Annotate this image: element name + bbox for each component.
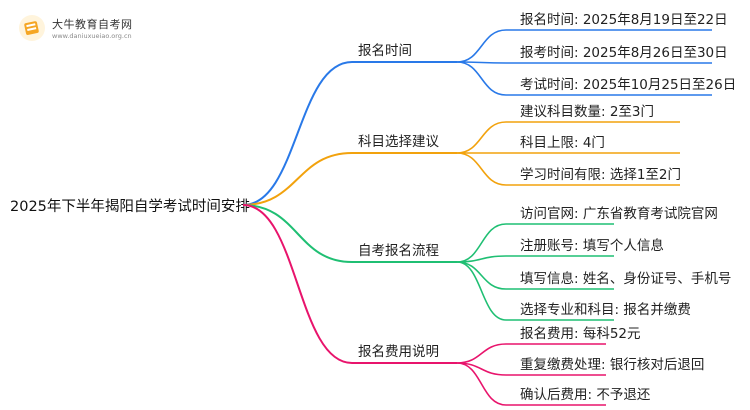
branch-connector-fee-notes <box>242 204 353 364</box>
branch-node-registration-process: 自考报名流程 <box>358 243 439 259</box>
leaf-node: 注册账号: 填写个人信息 <box>520 237 664 254</box>
leaf-node: 填写信息: 姓名、身份证号、手机号 <box>520 270 731 287</box>
branch-node-registration-time: 报名时间 <box>358 43 412 59</box>
leaf-node: 建议科目数量: 2至3门 <box>520 104 654 120</box>
child-connector <box>456 61 507 96</box>
leaf-node: 学习时间有限: 选择1至2门 <box>520 167 681 183</box>
root-node: 2025年下半年揭阳自学考试时间安排 <box>10 198 250 215</box>
leaf-node: 报名费用: 每科52元 <box>520 326 641 342</box>
branch-connector-registration-time <box>242 61 353 206</box>
logo-url: www.daniuxueiao.org.cn <box>52 32 132 40</box>
leaf-node: 确认后费用: 不予退还 <box>520 387 651 403</box>
child-connector <box>456 223 507 263</box>
branch-node-subject-advice: 科目选择建议 <box>358 134 439 150</box>
child-connector <box>456 152 507 186</box>
leaf-node: 报名时间: 2025年8月19日至22日 <box>520 12 728 28</box>
child-connector <box>456 343 507 364</box>
leaf-node: 选择专业和科目: 报名并缴费 <box>520 302 691 318</box>
leaf-node: 科目上限: 4门 <box>520 135 605 151</box>
child-connector <box>456 255 507 263</box>
child-connector <box>456 362 507 406</box>
branch-node-fee-notes: 报名费用说明 <box>358 344 439 360</box>
child-connector <box>456 121 507 154</box>
logo-title: 大牛教育自考网 <box>52 18 133 31</box>
leaf-node: 访问官网: 广东省教育考试院官网 <box>520 206 718 222</box>
leaf-node: 报考时间: 2025年8月26日至30日 <box>520 45 728 61</box>
leaf-node: 重复缴费处理: 银行核对后退回 <box>520 356 704 373</box>
leaf-node: 考试时间: 2025年10月25日至26日 <box>520 77 736 93</box>
branch-connector-registration-process <box>242 204 353 263</box>
branch-connector-subject-advice <box>242 152 353 206</box>
child-connector <box>456 29 507 63</box>
child-connector <box>456 261 507 290</box>
site-logo[interactable]: 大牛教育自考网 www.daniuxueiao.org.cn <box>18 8 168 48</box>
book-logo-icon <box>19 15 45 41</box>
child-connector <box>456 261 507 321</box>
